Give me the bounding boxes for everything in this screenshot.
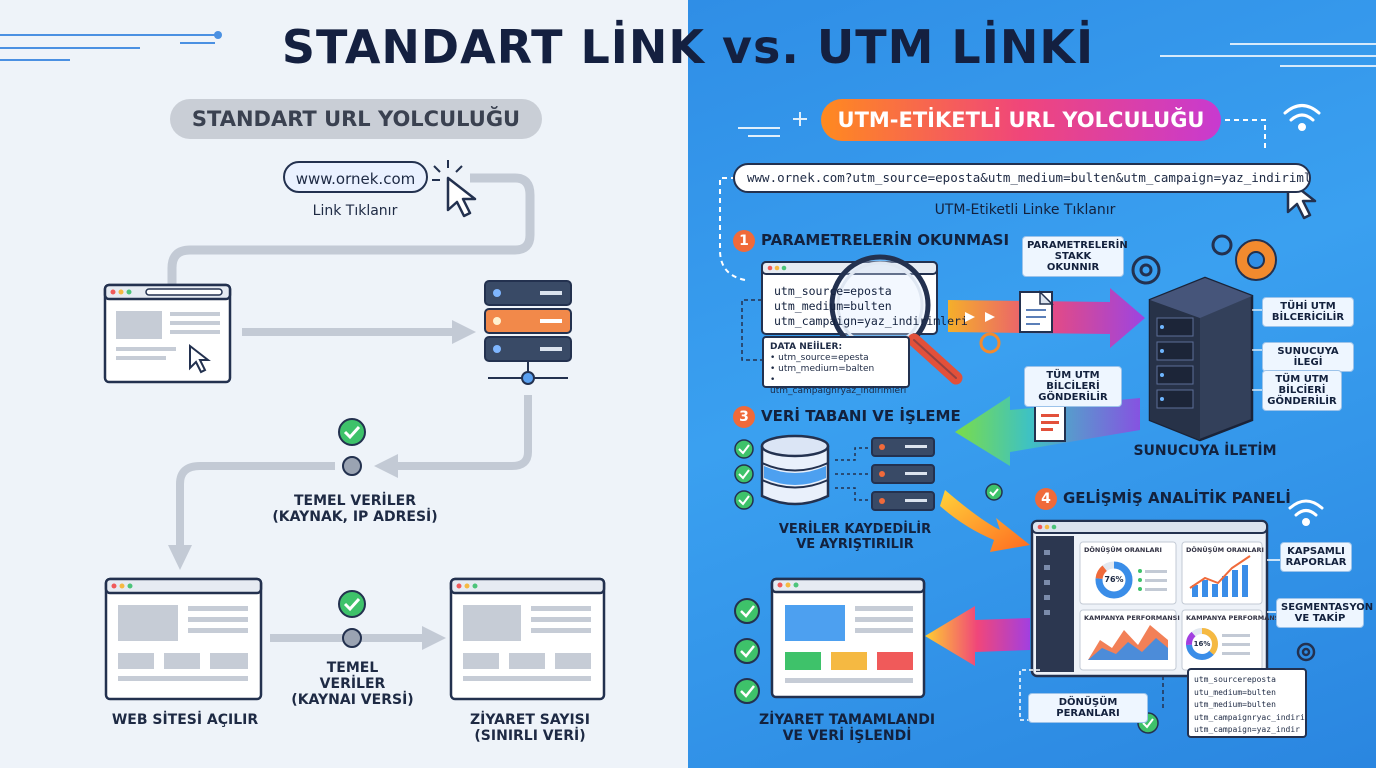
tag-reports: KAPSAMLI RAPORLAR [1280, 542, 1352, 572]
visit-count-label: ZİYARET SAYISI(SINIRLI VERİ) [470, 712, 590, 744]
database-icon [760, 434, 830, 506]
basic-data-label-1: TEMEL VERİLER(KAYNAK, IP ADRESİ) [272, 493, 438, 525]
tag-segmentation: SEGMENTASYON VE TAKİP [1276, 598, 1373, 628]
tag-server-3: TÜM UTM BİLCİERİ GÖNDERİLİR [1262, 370, 1342, 411]
wifi-icon-2 [1288, 499, 1324, 526]
gear-icon-dash [1296, 642, 1316, 662]
gear-icon-tiny [979, 332, 1001, 354]
wifi-icon [1283, 104, 1321, 131]
browser-window-3 [449, 577, 606, 701]
conversion-rates-label: DÖNÜŞÜM PERANLARI [1028, 693, 1148, 723]
dashboard-window [1030, 519, 1269, 678]
dash-percent-1: 76% [1104, 575, 1124, 584]
utm-heading: UTM-ETİKETLİ URL YOLCULUĞU [821, 99, 1221, 141]
gear-icon [1235, 239, 1277, 281]
params-window [761, 261, 938, 335]
utm-url-link[interactable]: www.ornek.com?utm_source=eposta&utm_medi… [733, 163, 1311, 193]
link-clicked-label: Link Tıklanır [312, 203, 398, 219]
server-rack-icon [1148, 276, 1262, 442]
document-icon-2 [1034, 404, 1066, 442]
website-opens-label: WEB SİTESİ AÇILIR [111, 712, 259, 728]
dash-card-title-4: KAMPANYA PERFORMANSI [1186, 614, 1282, 622]
server-transfer-label: SUNUCUYA İLETİM [1133, 443, 1277, 459]
page-title: STANDART LİNK vs. UTM LİNKİ [281, 20, 1095, 74]
browser-window-1 [103, 283, 232, 384]
standard-url-link[interactable]: www.ornek.com [283, 161, 428, 193]
dash-card-title-2: DÖNÜŞÜM ORANLARI [1186, 546, 1264, 554]
gear-icon-small [1131, 234, 1233, 285]
dash-percent-2: 16% [1193, 640, 1211, 648]
cursor-icon [432, 160, 477, 218]
server-icon [484, 280, 572, 385]
tag-params-read: PARAMETRELERİN STAKK OKUNNIR [1022, 236, 1128, 277]
tag-sent: TÜM UTM BİLCİLERİ GÖNDERİLİR [1024, 366, 1122, 407]
check-icons-db [734, 439, 754, 510]
data-box: DATA NEİİLER: • utm_source=epesta • utm_… [762, 336, 910, 396]
document-icon [1019, 290, 1054, 333]
decor-lines-right [1160, 43, 1376, 67]
standard-heading: STANDART URL YOLCULUĞU [170, 99, 542, 139]
utm-click-label: UTM-Etiketli Linke Tıklanır [934, 202, 1116, 218]
check-icons-final [734, 598, 760, 704]
mini-server-icon [871, 437, 935, 511]
tag-server-1: TÜHİ UTM BİLCERİCİLİR [1262, 297, 1354, 327]
magnifier-icon [829, 254, 963, 385]
dash-card-title-1: DÖNÜŞÜM ORANLARI [1084, 546, 1162, 554]
decor-lines-left [0, 34, 215, 61]
dash-card-title-3: KAMPANYA PERFORMANSI [1084, 614, 1180, 622]
browser-window-2 [104, 577, 263, 701]
final-browser-window [770, 577, 926, 699]
tag-server-2: SUNUCUYA İLEGİ [1262, 342, 1354, 372]
